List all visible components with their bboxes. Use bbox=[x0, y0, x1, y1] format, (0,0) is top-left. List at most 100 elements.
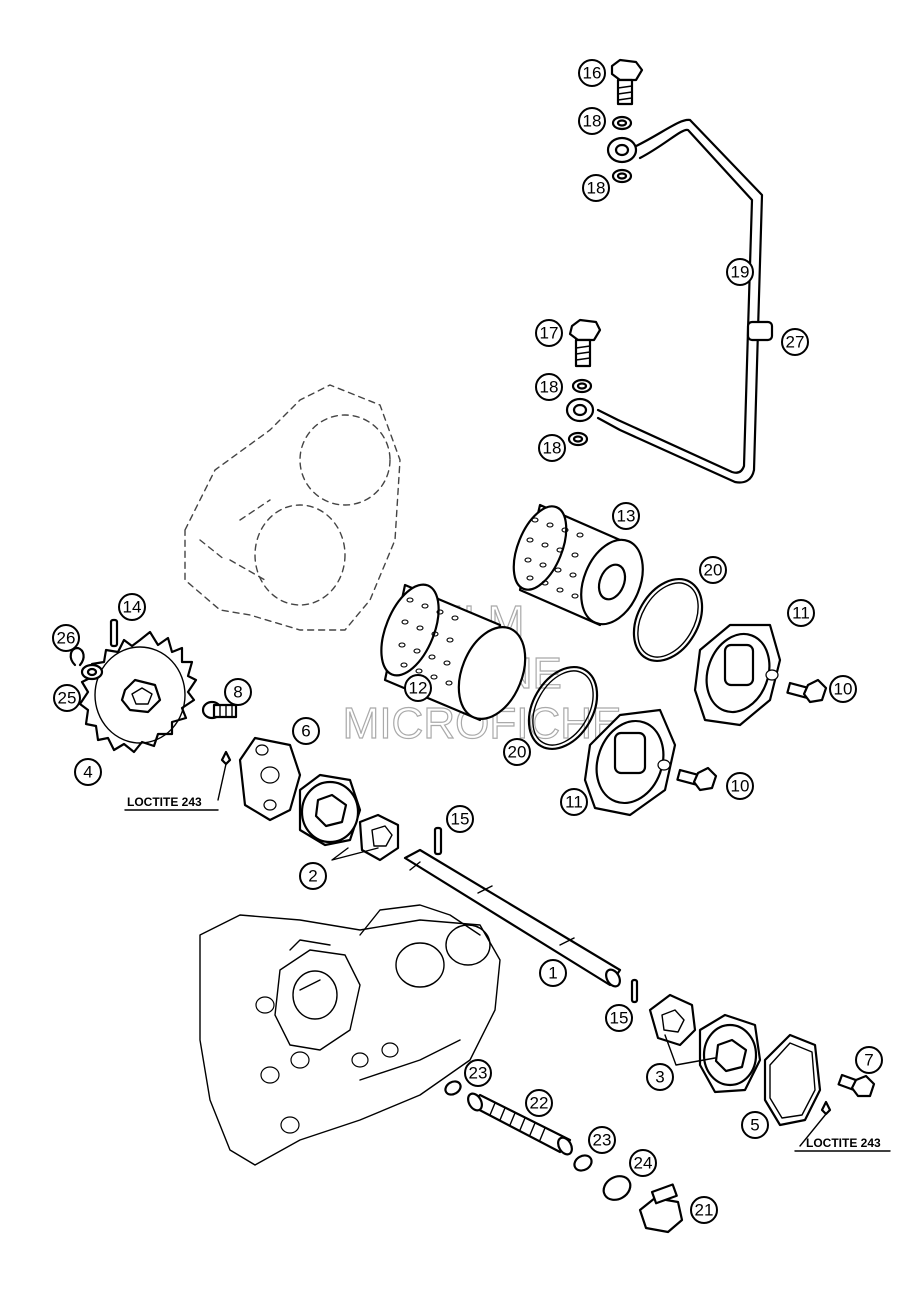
callout-7[interactable]: 7 bbox=[855, 1046, 883, 1074]
o-rings-20 bbox=[527, 577, 704, 751]
callout-15[interactable]: 15 bbox=[605, 1004, 633, 1032]
oil-strainer-22 bbox=[467, 1092, 573, 1156]
svg-text:2: 2 bbox=[308, 867, 317, 886]
callout-11[interactable]: 11 bbox=[787, 599, 815, 627]
callout-12[interactable]: 12 bbox=[404, 674, 432, 702]
callouts: 16 18 18 19 27 17 18 18 13 20 11 10 12 2… bbox=[52, 59, 883, 1224]
svg-text:10: 10 bbox=[731, 777, 750, 796]
svg-text:11: 11 bbox=[565, 793, 583, 812]
callout-15[interactable]: 15 bbox=[446, 805, 474, 833]
svg-text:27: 27 bbox=[786, 333, 805, 352]
callout-14[interactable]: 14 bbox=[118, 593, 146, 621]
callout-6[interactable]: 6 bbox=[292, 717, 320, 745]
svg-text:22: 22 bbox=[530, 1094, 549, 1113]
svg-text:18: 18 bbox=[587, 179, 606, 198]
engine-cover-outline bbox=[184, 384, 401, 631]
svg-text:15: 15 bbox=[451, 810, 470, 829]
svg-text:10: 10 bbox=[834, 680, 853, 699]
svg-text:16: 16 bbox=[583, 64, 602, 83]
callout-19[interactable]: 19 bbox=[726, 258, 754, 286]
sealing-washers-18 bbox=[567, 115, 633, 447]
rotor-set-3 bbox=[648, 993, 762, 1094]
callout-4[interactable]: 4 bbox=[74, 758, 102, 786]
svg-text:19: 19 bbox=[731, 263, 750, 282]
svg-text:24: 24 bbox=[634, 1154, 653, 1173]
svg-text:7: 7 bbox=[864, 1051, 873, 1070]
loctite-note-right: LOCTITE 243 bbox=[806, 1136, 881, 1150]
rotor-set-2 bbox=[298, 773, 400, 862]
svg-text:1: 1 bbox=[548, 964, 557, 983]
oil-line bbox=[565, 118, 774, 484]
svg-text:14: 14 bbox=[123, 598, 142, 617]
loctite-note-left: LOCTITE 243 bbox=[127, 795, 202, 809]
callout-11[interactable]: 11 bbox=[560, 788, 588, 816]
o-ring-24 bbox=[602, 1175, 632, 1201]
svg-text:26: 26 bbox=[57, 629, 76, 648]
callout-10[interactable]: 10 bbox=[829, 675, 857, 703]
callout-8[interactable]: 8 bbox=[224, 678, 252, 706]
svg-text:11: 11 bbox=[792, 604, 810, 623]
pump-cover-6 bbox=[238, 736, 302, 822]
svg-text:3: 3 bbox=[655, 1068, 664, 1087]
svg-text:15: 15 bbox=[610, 1009, 629, 1028]
filter-covers-11 bbox=[583, 623, 782, 817]
callout-18[interactable]: 18 bbox=[538, 434, 566, 462]
o-rings-23 bbox=[444, 1080, 593, 1172]
callout-20[interactable]: 20 bbox=[699, 556, 727, 584]
svg-text:5: 5 bbox=[750, 1116, 759, 1135]
banjo-bolt-16 bbox=[610, 58, 644, 106]
callout-3[interactable]: 3 bbox=[646, 1063, 674, 1091]
washer-25 bbox=[80, 663, 104, 681]
screw-7 bbox=[820, 1073, 876, 1116]
banjo-bolt-17 bbox=[568, 318, 602, 368]
pin-15-upper bbox=[433, 826, 443, 856]
callout-18[interactable]: 18 bbox=[578, 107, 606, 135]
callout-25[interactable]: 25 bbox=[53, 684, 81, 712]
svg-text:4: 4 bbox=[83, 763, 92, 782]
callout-23[interactable]: 23 bbox=[464, 1059, 492, 1087]
svg-text:6: 6 bbox=[301, 722, 310, 741]
svg-text:18: 18 bbox=[583, 112, 602, 131]
callout-18[interactable]: 18 bbox=[582, 174, 610, 202]
callout-10[interactable]: 10 bbox=[726, 772, 754, 800]
pin-15-lower bbox=[630, 978, 639, 1004]
callout-27[interactable]: 27 bbox=[781, 328, 809, 356]
crankcase bbox=[199, 904, 501, 1166]
pin-14 bbox=[109, 618, 119, 648]
screw-8 bbox=[201, 700, 238, 766]
screws-10 bbox=[676, 678, 828, 792]
oil-filter-13 bbox=[512, 503, 644, 627]
callout-22[interactable]: 22 bbox=[525, 1089, 553, 1117]
callout-16[interactable]: 16 bbox=[578, 59, 606, 87]
callout-24[interactable]: 24 bbox=[629, 1149, 657, 1177]
svg-text:18: 18 bbox=[540, 378, 559, 397]
leader-lines bbox=[124, 763, 891, 1152]
svg-text:23: 23 bbox=[593, 1131, 612, 1150]
callout-2[interactable]: 2 bbox=[299, 862, 327, 890]
callout-21[interactable]: 21 bbox=[690, 1196, 718, 1224]
pump-cover-5 bbox=[763, 1033, 822, 1127]
oil-pump-gear-4 bbox=[78, 630, 198, 754]
svg-text:12: 12 bbox=[409, 679, 428, 698]
svg-text:23: 23 bbox=[469, 1064, 488, 1083]
callout-20[interactable]: 20 bbox=[503, 738, 531, 766]
svg-text:20: 20 bbox=[508, 743, 527, 762]
svg-text:20: 20 bbox=[704, 561, 723, 580]
svg-text:18: 18 bbox=[543, 439, 562, 458]
svg-text:25: 25 bbox=[58, 689, 77, 708]
pump-shaft-1 bbox=[403, 848, 622, 988]
callout-26[interactable]: 26 bbox=[52, 624, 80, 652]
callout-1[interactable]: 1 bbox=[539, 959, 567, 987]
callout-17[interactable]: 17 bbox=[535, 319, 563, 347]
svg-text:21: 21 bbox=[695, 1201, 714, 1220]
drain-plug-21 bbox=[638, 1183, 684, 1234]
circlip-26 bbox=[69, 646, 85, 667]
callout-5[interactable]: 5 bbox=[741, 1111, 769, 1139]
callout-23[interactable]: 23 bbox=[588, 1126, 616, 1154]
svg-text:13: 13 bbox=[617, 507, 636, 526]
callout-18[interactable]: 18 bbox=[535, 373, 563, 401]
svg-text:17: 17 bbox=[540, 324, 559, 343]
svg-text:8: 8 bbox=[233, 683, 242, 702]
callout-13[interactable]: 13 bbox=[612, 502, 640, 530]
